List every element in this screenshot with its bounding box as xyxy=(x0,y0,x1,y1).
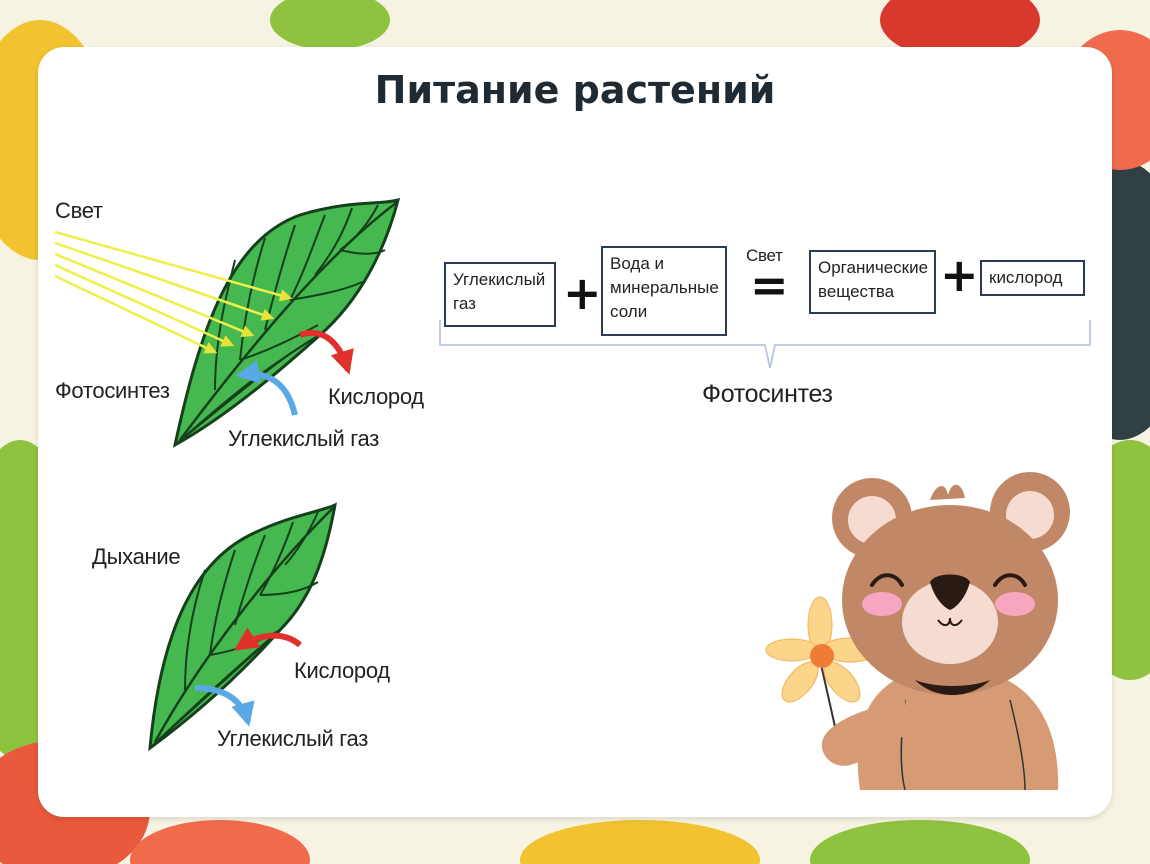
light-label: Свет xyxy=(55,198,103,223)
condition-light: Свет xyxy=(746,246,783,265)
equation-result-oxygen: кислород xyxy=(980,260,1085,296)
co2-arrow-upper xyxy=(235,360,298,416)
oxygen-label-upper: Кислород xyxy=(328,384,424,409)
equation-term-water: Вода и минеральные соли xyxy=(601,246,727,336)
co2-arrow-lower xyxy=(194,685,255,727)
light-rays xyxy=(54,230,293,354)
respiration-label: Дыхание xyxy=(92,544,181,569)
brace-label-photosynthesis: Фотосинтез xyxy=(702,380,833,408)
equation-result-organic: Органические вещества xyxy=(809,250,936,314)
photosynthesis-label: Фотосинтез xyxy=(55,378,170,403)
page-title: Питание растений xyxy=(374,68,776,112)
equation-term-co2: Углекислый газ xyxy=(444,262,556,327)
co2-label-lower: Углекислый газ xyxy=(217,726,368,751)
oxygen-label-lower: Кислород xyxy=(294,658,390,683)
plus-sign-1: + xyxy=(563,266,602,320)
leaf-upper xyxy=(172,197,401,448)
oxygen-arrow-lower xyxy=(234,627,302,651)
oxygen-arrow-upper xyxy=(299,329,354,375)
equals-sign: = xyxy=(750,258,789,312)
equation-brace xyxy=(439,320,1091,369)
plus-sign-2: + xyxy=(940,248,979,302)
co2-label-upper: Углекислый газ xyxy=(228,426,379,451)
